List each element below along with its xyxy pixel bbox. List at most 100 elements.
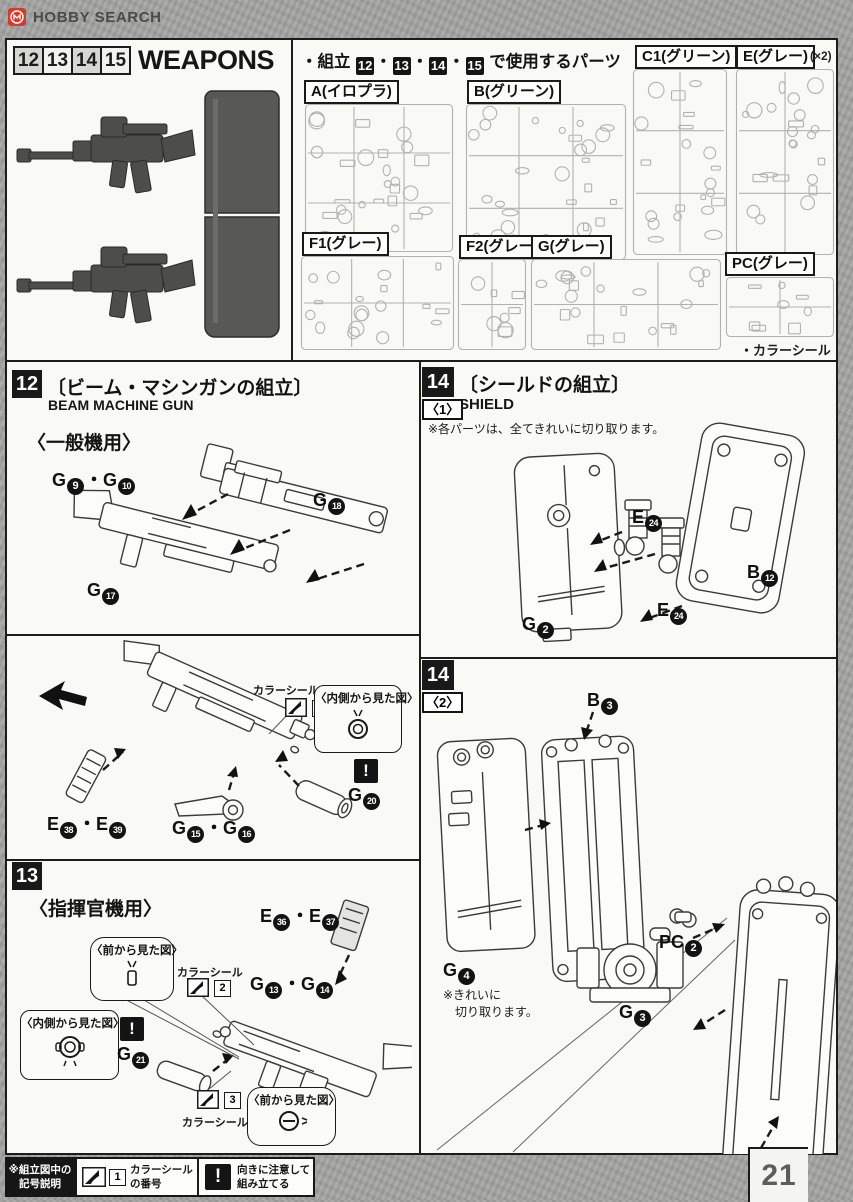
- orientation-warning-icon: !: [354, 759, 378, 783]
- shield-step2-illustration: [425, 680, 836, 1154]
- commander-gun-illustration: [17, 895, 412, 1148]
- parts-step-13: 13: [392, 57, 411, 75]
- orientation-warning-icon: !: [205, 1164, 231, 1190]
- step-14-badge: 14: [422, 367, 454, 397]
- divider-sec13: [7, 859, 419, 861]
- parts-step-14: 14: [429, 57, 448, 75]
- section14-title: 〔シールドの組立〕: [459, 375, 631, 396]
- section13-variant: 〈指揮官機用〉: [29, 899, 163, 920]
- front-view-callout-13b: 〈前から見た図〉: [247, 1087, 340, 1146]
- page-header: 12 13 14 15 WEAPONS: [13, 45, 275, 76]
- shield-step1-illustration: [420, 410, 835, 657]
- header-step-15: 15: [100, 46, 131, 75]
- hobby-search-logo-text: HOBBY SEARCH: [33, 8, 162, 26]
- inner-view-title: 〈内側から見た図〉: [315, 693, 419, 705]
- legend-warning-line2: 組み立てる: [237, 1177, 290, 1190]
- runner-label-f1: F1(グレー): [302, 232, 389, 256]
- runner-a-illustration: [304, 103, 454, 253]
- seal-number-box-3: 3: [224, 1092, 241, 1109]
- hobby-search-logo-icon: [8, 8, 26, 26]
- legend-warning-line1: 向きに注意して: [237, 1164, 311, 1176]
- legend-warning-text: 向きに注意して 組み立てる: [237, 1164, 310, 1191]
- section14-note: ※各パーツは、全てきれいに切り取ります。: [428, 422, 665, 436]
- runner-label-e-count: (×2): [810, 49, 832, 63]
- section14-2-note-line2: 切り取ります。: [455, 1005, 538, 1019]
- section14-substep-1: 〈1〉: [422, 399, 464, 420]
- weapon-photos-illustration: [15, 85, 285, 350]
- runner-e-illustration: [735, 68, 835, 256]
- header-step-12: 12: [13, 46, 44, 75]
- front-view-callout-13: 〈前から見た図〉: [90, 937, 183, 1001]
- runner-label-pc: PC(グレー): [725, 252, 815, 276]
- runner-label-c1: C1(グリーン): [635, 45, 738, 69]
- color-seal-note: ・カラーシール: [740, 343, 831, 358]
- runner-f1-illustration: [300, 255, 455, 351]
- legend-heading-line1: ※組立図中の: [8, 1163, 72, 1176]
- runner-label-e: E(グレー): [736, 45, 815, 69]
- step-12-badge: 12: [12, 370, 42, 398]
- dot: ・: [448, 53, 465, 71]
- color-seal-icon: [285, 698, 307, 717]
- section12-title: 〔ビーム・マシンガンの組立〕: [47, 378, 313, 399]
- inner-view-callout-12: 〈内側から見た図〉: [314, 685, 419, 753]
- parts-box-title: ・組立 12・13・14・15 で使用するパーツ: [301, 48, 621, 75]
- color-seal-icon: [197, 1090, 219, 1109]
- beam-machine-gun-exploded-illustration: [32, 442, 417, 632]
- orientation-warning-icon: !: [120, 1017, 144, 1041]
- section12-subtitle: BEAM MACHINE GUN: [48, 397, 194, 413]
- divider-parts-left: [291, 40, 293, 362]
- legend-seal-text: カラーシール の番号: [130, 1164, 193, 1191]
- dot: ・: [411, 53, 429, 71]
- runner-pc-illustration: [725, 276, 835, 338]
- inner-view-title: 〈内側から見た図〉: [21, 1018, 125, 1030]
- step-13-badge: 13: [12, 862, 42, 890]
- runner-label-a: A(イロプラ): [304, 80, 399, 104]
- front-view-title: 〈前から見た図〉: [248, 1095, 340, 1107]
- color-seal-label-3: カラーシール: [182, 1117, 248, 1129]
- legend-seal-line1: カラーシール: [130, 1164, 193, 1176]
- scan-top-bar: HOBBY SEARCH: [0, 0, 853, 36]
- header-step-14: 14: [71, 46, 102, 75]
- section14-2-note-line1: ※きれいに: [443, 988, 502, 1002]
- parts-step-15: 15: [465, 57, 484, 75]
- parts-title-suffix: で使用するパーツ: [489, 53, 621, 71]
- inner-view-glyph: [54, 1036, 85, 1067]
- section14-substep-2: 〈2〉: [422, 692, 464, 713]
- hobby-search-logo: HOBBY SEARCH: [8, 8, 162, 26]
- dot: ・: [375, 53, 392, 71]
- legend-seal-line2: の番号: [130, 1177, 162, 1190]
- inner-view-glyph: [348, 709, 368, 739]
- header-step-13: 13: [42, 46, 73, 75]
- runner-b-illustration: [465, 103, 627, 261]
- runner-label-b: B(グリーン): [467, 80, 562, 104]
- parts-step-12: 12: [356, 57, 375, 75]
- seal-number-box-1: 1: [109, 1169, 126, 1186]
- front-view-title: 〈前から見た図〉: [91, 945, 183, 957]
- legend-box: 1 カラーシール の番号 ! 向きに注意して 組み立てる: [75, 1157, 315, 1197]
- runner-c1-illustration: [632, 68, 728, 256]
- inner-view-callout-13: 〈内側から見た図〉: [20, 1010, 125, 1080]
- divider-columns: [419, 360, 421, 1153]
- color-seal-icon: [82, 1167, 106, 1187]
- divider-top: [7, 360, 836, 362]
- step-14-badge-2: 14: [422, 660, 454, 690]
- beam-machine-gun-assembly-illustration: [37, 638, 392, 850]
- legend-heading-line2: 記号説明: [19, 1178, 61, 1190]
- color-seal-label-4: カラーシール: [253, 685, 319, 697]
- divider-sec12: [7, 634, 419, 636]
- page-number: 21: [748, 1147, 808, 1202]
- legend-divider: [197, 1159, 199, 1195]
- page-title: WEAPONS: [138, 45, 275, 75]
- runner-g-illustration: [530, 258, 722, 351]
